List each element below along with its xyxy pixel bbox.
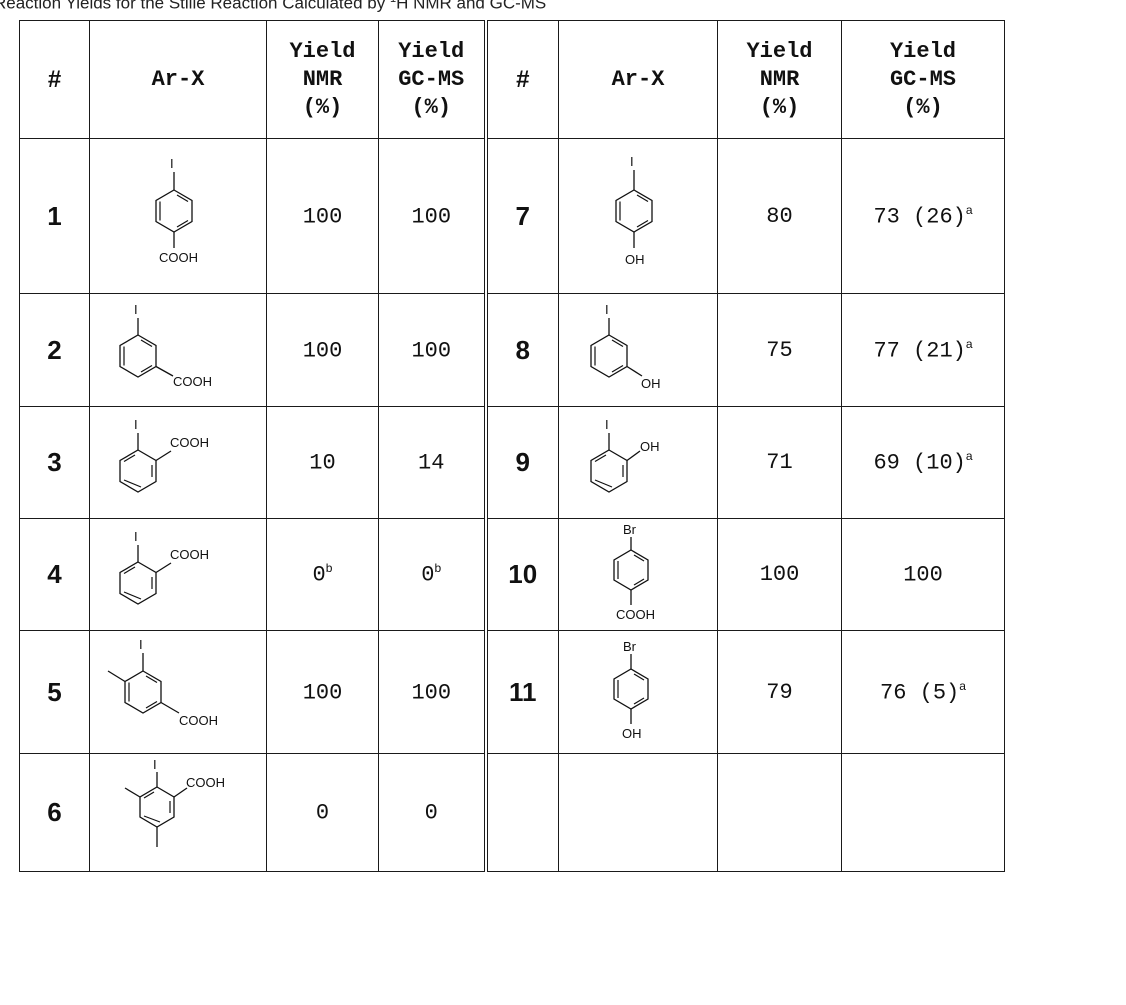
empty-cell [717, 753, 842, 872]
yield-gcms: 73 (26)a [841, 138, 1005, 294]
table-row: 6 I COOH 0 0 [19, 753, 1005, 872]
svg-text:OH: OH [622, 726, 642, 741]
yield-gcms: 0 [378, 753, 486, 872]
table-row: 2 I COOH 100 100 8 I [19, 293, 1005, 407]
yield-nmr: 71 [717, 406, 842, 519]
svg-text:COOH: COOH [179, 713, 218, 728]
structure-3-iodobenzoic-acid: I COOH [89, 293, 267, 407]
table-row: 4 I COOH 0b 0b 10 Br [19, 518, 1005, 631]
yield-nmr: 100 [266, 630, 379, 754]
yield-gcms: 100 [378, 138, 486, 294]
empty-cell [841, 753, 1005, 872]
structure-4-bromophenol: Br OH [558, 630, 718, 754]
svg-text:OH: OH [641, 376, 661, 391]
svg-text:I: I [605, 302, 609, 317]
empty-cell [558, 753, 718, 872]
yield-nmr: 75 [717, 293, 842, 407]
structure-2-iodo-3-5-dimethylbenzoic-acid: I COOH [89, 753, 267, 872]
yield-nmr: 79 [717, 630, 842, 754]
header-number: # [483, 20, 559, 139]
svg-text:COOH: COOH [186, 775, 225, 790]
empty-cell [483, 753, 559, 872]
yield-gcms: 100 [841, 518, 1005, 631]
svg-text:Br: Br [623, 522, 637, 537]
entry-number: 6 [19, 753, 90, 872]
yield-gcms: 76 (5)a [841, 630, 1005, 754]
entry-number: 3 [19, 406, 90, 519]
svg-text:I: I [630, 154, 634, 169]
table-row: 3 I COOH 10 14 9 I [19, 406, 1005, 519]
table-row: 5 I COOH 100 100 11 Br [19, 630, 1005, 754]
yield-gcms: 14 [378, 406, 486, 519]
svg-text:COOH: COOH [173, 374, 212, 389]
yield-nmr: 0 [266, 753, 379, 872]
structure-2-iodobenzoic-acid: I COOH [89, 406, 267, 519]
yield-nmr: 10 [266, 406, 379, 519]
svg-text:OH: OH [625, 252, 645, 267]
structure-3-iodophenol: I OH [558, 293, 718, 407]
table-caption: Reaction Yields for the Stille Reaction … [0, 0, 547, 13]
header-arx: Ar-X [89, 20, 267, 139]
svg-text:COOH: COOH [170, 547, 209, 562]
svg-text:COOH: COOH [170, 435, 209, 450]
yield-nmr: 100 [266, 293, 379, 407]
entry-number: 4 [19, 518, 90, 631]
svg-text:I: I [134, 302, 138, 317]
entry-number: 9 [483, 406, 559, 519]
svg-text:COOH: COOH [616, 607, 655, 622]
table-row: 1 I COOH 100 100 7 I [19, 138, 1005, 294]
yield-gcms: 77 (21)a [841, 293, 1005, 407]
svg-text:COOH: COOH [159, 250, 198, 265]
entry-number: 11 [483, 630, 559, 754]
structure-4-iodophenol: I OH [558, 138, 718, 294]
header-arx: Ar-X [558, 20, 718, 139]
svg-text:Br: Br [623, 639, 637, 654]
structure-3-iodo-4-methylbenzoic-acid: I COOH [89, 630, 267, 754]
yield-nmr: 100 [266, 138, 379, 294]
entry-number: 1 [19, 138, 90, 294]
structure-4-bromobenzoic-acid: Br COOH [558, 518, 718, 631]
yield-gcms: 69 (10)a [841, 406, 1005, 519]
yield-nmr: 100 [717, 518, 842, 631]
yield-gcms: 100 [378, 630, 486, 754]
svg-text:I: I [170, 156, 174, 171]
entry-number: 7 [483, 138, 559, 294]
svg-text:I: I [153, 757, 157, 772]
yield-gcms: 100 [378, 293, 486, 407]
entry-number: 2 [19, 293, 90, 407]
yield-nmr: 80 [717, 138, 842, 294]
entry-number: 5 [19, 630, 90, 754]
structure-2-iodobenzoic-acid: I COOH [89, 518, 267, 631]
svg-text:I: I [605, 417, 609, 432]
entry-number: 8 [483, 293, 559, 407]
svg-text:I: I [134, 529, 138, 544]
yield-nmr: 0b [266, 518, 379, 631]
header-number: # [19, 20, 90, 139]
entry-number: 10 [483, 518, 559, 631]
svg-text:I: I [134, 417, 138, 432]
yield-gcms: 0b [378, 518, 486, 631]
structure-2-iodophenol: I OH [558, 406, 718, 519]
svg-text:I: I [139, 637, 143, 652]
structure-4-iodobenzoic-acid: I COOH [89, 138, 267, 294]
svg-text:OH: OH [640, 439, 660, 454]
